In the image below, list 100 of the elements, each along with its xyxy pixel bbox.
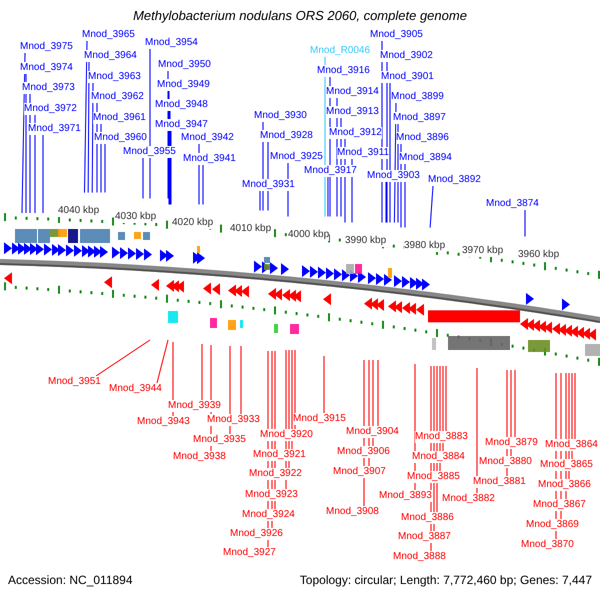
gene-label: Mnod_3896 (396, 132, 449, 144)
gene-label: Mnod_3879 (485, 437, 538, 449)
scale-label: 4030 kbp (115, 211, 156, 223)
leader-line (96, 340, 150, 376)
gene-label: Mnod_3865 (540, 459, 593, 471)
scale-label: 3990 kbp (345, 235, 386, 247)
gene-label: Mnod_3869 (526, 519, 579, 531)
gene-label: Mnod_3922 (249, 468, 302, 480)
gene-label: Mnod_3973 (22, 82, 75, 94)
gene-label: Mnod_3960 (94, 132, 147, 144)
gene-label: Mnod_3938 (173, 451, 226, 463)
leader-line (442, 366, 444, 452)
gene-label: Mnod_3948 (155, 99, 208, 111)
scale-label: 3980 kbp (404, 240, 446, 252)
gene-label: Mnod_3928 (260, 130, 313, 142)
gene-label: Mnod_3949 (157, 79, 210, 91)
gene-label: Mnod_3901 (381, 71, 434, 83)
leader-line (430, 186, 434, 228)
gene-label: Mnod_3903 (367, 170, 420, 182)
leader-line (156, 340, 168, 384)
gene-label: Mnod_3930 (254, 110, 307, 122)
gene-label: Mnod_3955 (123, 146, 176, 158)
gene-label: Mnod_3880 (479, 456, 532, 468)
gene-label: Mnod_3942 (181, 132, 234, 144)
gene-label: Mnod_3886 (401, 512, 454, 524)
leader-line (372, 360, 374, 446)
gene-label: Mnod_3921 (253, 449, 306, 461)
footer-text: Accession: NC_011894 (8, 574, 133, 586)
gene-label: Mnod_3965 (82, 29, 135, 41)
gene-label: Mnod_3963 (88, 71, 141, 83)
gene-label: Mnod_3885 (407, 471, 460, 483)
leader-line (524, 210, 526, 237)
gene-label: Mnod_3926 (230, 528, 283, 540)
gene-label: Mnod_3897 (393, 112, 446, 124)
gene-label: Mnod_3933 (207, 414, 260, 426)
gene-label: Mnod_3902 (380, 50, 433, 62)
gene-label: Mnod_3971 (28, 123, 81, 135)
gene-label: Mnod_3888 (393, 551, 446, 563)
gene-label: Mnod_3908 (326, 506, 379, 518)
leader-line (34, 114, 36, 214)
gene-label: Mnod_3914 (326, 86, 379, 98)
gene-label: Mnod_3964 (84, 50, 137, 62)
gene-label: Mnod_3893 (379, 490, 432, 502)
gene-label: Mnod_3944 (109, 383, 162, 395)
leader-line (42, 134, 44, 214)
gene-label: Mnod_3864 (545, 439, 598, 451)
gene-label: Mnod_3870 (521, 539, 574, 551)
gene-label: Mnod_3912 (329, 127, 382, 139)
gene-label: Mnod_3867 (533, 499, 586, 511)
gene-label: Mnod_3904 (346, 426, 399, 438)
gene-label: Mnod_3917 (304, 165, 357, 177)
gene-label: Mnod_3950 (158, 59, 211, 71)
gene-label: Mnod_3951 (48, 376, 101, 388)
gene-label: Mnod_3911 (337, 147, 390, 159)
leader-line (514, 370, 516, 438)
gene-label: Mnod_3975 (20, 41, 73, 53)
leader-line (510, 370, 512, 456)
gene-label: Mnod_3947 (155, 119, 208, 131)
leader-line (104, 144, 106, 193)
gene-label: Mnod_3899 (391, 91, 444, 103)
leader-line (22, 52, 26, 214)
gene-label: Mnod_3931 (242, 179, 295, 191)
leader-line (142, 158, 144, 199)
gene-label: Mnod_3887 (398, 531, 451, 543)
gene-label: Mnod_3925 (270, 151, 323, 163)
scale-label: 3960 kbp (518, 249, 560, 261)
gene-label: Mnod_R0046 (310, 45, 370, 57)
leader-line (240, 346, 242, 414)
gene-label: Mnod_3874 (486, 198, 539, 210)
gene-label: Mnod_3892 (428, 174, 481, 186)
gene-label: Mnod_3906 (337, 446, 390, 458)
gene-label: Mnod_3882 (442, 493, 495, 505)
gene-label: Mnod_3913 (326, 106, 379, 118)
leader-line (202, 164, 204, 205)
gene-label: Mnod_3920 (260, 429, 313, 441)
scale-label: 3970 kbp (462, 245, 504, 257)
leader-line (476, 368, 478, 494)
gene-label: Mnod_3941 (183, 153, 236, 165)
gene-label: Mnod_3907 (333, 466, 386, 478)
gene-label: Mnod_3961 (93, 112, 146, 124)
gene-label: Mnod_3923 (245, 489, 298, 501)
gene-label: Mnod_3884 (412, 451, 465, 463)
gene-label: Mnod_3935 (193, 434, 246, 446)
gene-label: Mnod_3894 (399, 152, 452, 164)
leader-line (574, 372, 576, 440)
gene-label: Mnod_3866 (538, 479, 591, 491)
gene-label: Mnod_3905 (370, 29, 423, 41)
gene-label: Mnod_3954 (145, 37, 198, 49)
gene-label: Mnod_3924 (242, 509, 295, 521)
leader-line (88, 62, 90, 194)
scale-label: 4040 kbp (58, 205, 100, 217)
scale-label: 4010 kbp (230, 223, 272, 235)
footer-text: Topology: circular; Length: 7,772,460 bp; Genes: 7,447 (300, 574, 592, 586)
gene-label: Mnod_3927 (223, 547, 276, 559)
leader-line (92, 82, 94, 194)
gene-label: Mnod_3962 (91, 91, 144, 103)
gene-label: Mnod_3974 (20, 62, 73, 74)
gene-label: Mnod_3939 (168, 400, 221, 412)
gene-label: Mnod_3881 (473, 476, 526, 488)
gene-label: Mnod_3883 (415, 431, 468, 443)
